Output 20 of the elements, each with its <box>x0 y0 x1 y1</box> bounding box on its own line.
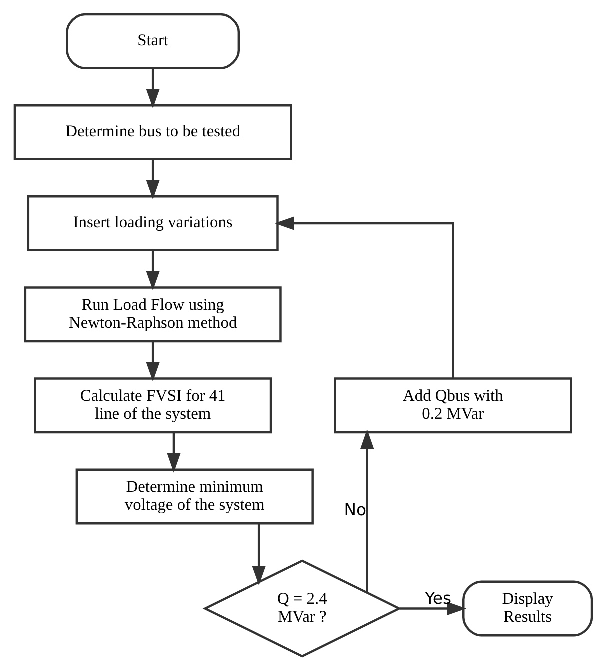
node-box: Determine bus to be tested <box>14 104 292 160</box>
edge-label: No <box>344 500 367 520</box>
node-box: Determine minimum voltage of the system <box>76 468 314 525</box>
edge-label: Yes <box>425 588 452 608</box>
arrow <box>146 342 160 382</box>
arrow <box>252 524 266 586</box>
arrow <box>146 160 160 200</box>
node-diamond: Q = 2.4 MVar ? <box>202 560 402 658</box>
node-box: Calculate FVSI for 41 line of the system <box>34 378 272 434</box>
node-box: Start <box>66 13 240 70</box>
arrow <box>274 216 454 379</box>
arrow <box>400 602 467 616</box>
node-box: Insert loading variations <box>27 196 279 252</box>
arrow <box>167 433 181 473</box>
node-box: Display Results <box>462 580 594 637</box>
arrow <box>360 430 374 593</box>
node-box: Add Qbus with 0.2 MVar <box>334 378 572 434</box>
node-box: Run Load Flow using Newton-Raphson method <box>24 286 282 343</box>
arrow <box>146 68 160 109</box>
arrow <box>146 250 160 291</box>
